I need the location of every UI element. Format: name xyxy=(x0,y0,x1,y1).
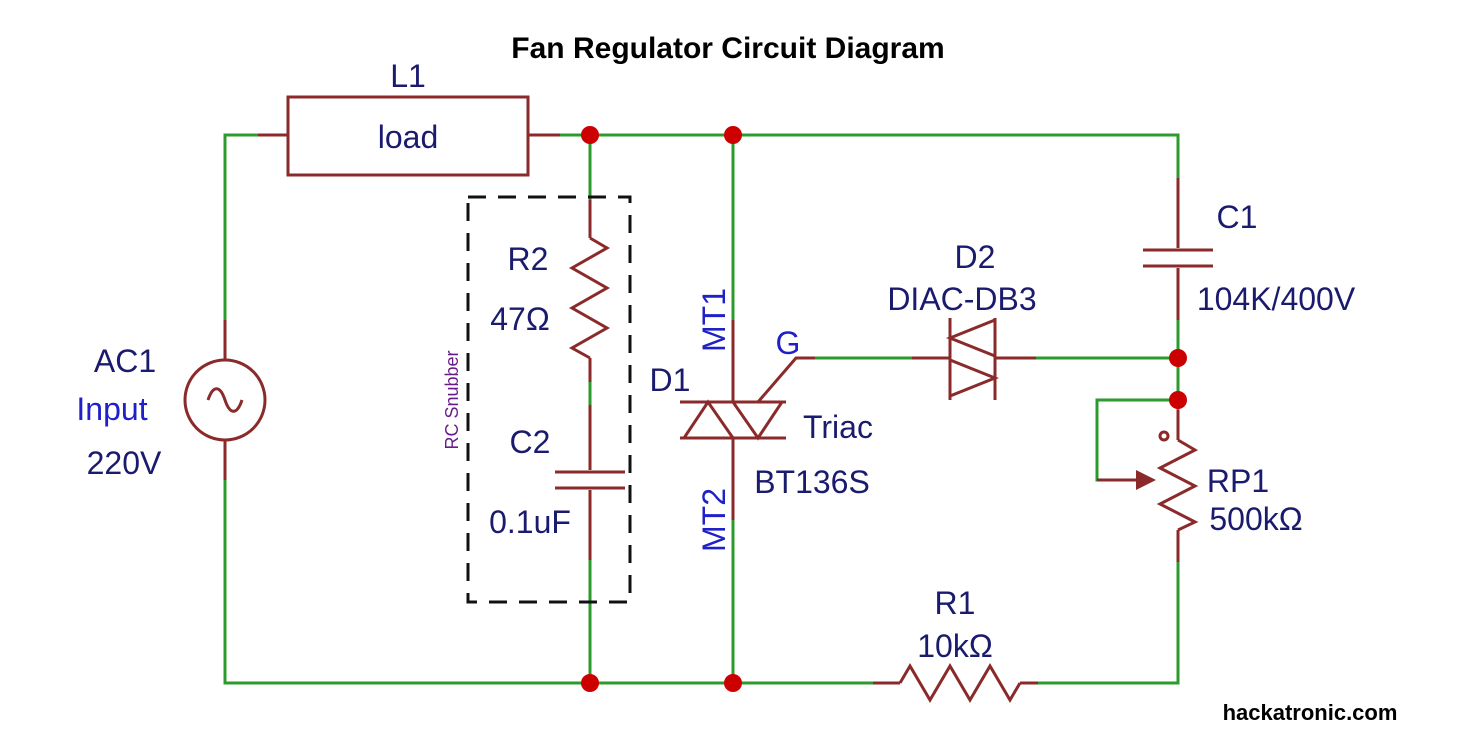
pot-marker-icon xyxy=(1158,430,1170,442)
c1-value: 104K/400V xyxy=(1197,281,1356,317)
ac1-value: 220V xyxy=(87,445,162,481)
junction-dot xyxy=(581,126,599,144)
resistor-r1: R1 10kΩ xyxy=(873,585,1038,703)
rc-snubber: RC Snubber R2 47Ω C2 0.1uF xyxy=(442,195,632,604)
snubber-box xyxy=(466,195,632,604)
l1-ref: L1 xyxy=(390,58,426,94)
triac-mt2-label: MT2 xyxy=(696,488,732,552)
load-l1: L1 load xyxy=(258,58,560,177)
snubber-label: RC Snubber xyxy=(442,350,462,449)
wires xyxy=(223,133,1180,685)
junctions xyxy=(581,126,1187,692)
junction-dot xyxy=(724,674,742,692)
c2-value: 0.1uF xyxy=(489,504,571,540)
capacitor-c1: C1 104K/400V xyxy=(1143,178,1356,320)
r2-value: 47Ω xyxy=(490,301,550,337)
capacitor-c2: C2 0.1uF xyxy=(489,405,625,560)
junction-dot xyxy=(724,126,742,144)
d1-value: BT136S xyxy=(754,464,870,500)
l1-value: load xyxy=(378,119,439,155)
potentiometer-rp1: RP1 500kΩ xyxy=(1097,410,1303,562)
rp1-value: 500kΩ xyxy=(1209,501,1302,537)
junction-dot xyxy=(581,674,599,692)
ac1-ref: AC1 xyxy=(94,343,156,379)
c1-ref: C1 xyxy=(1217,199,1258,235)
r2-ref: R2 xyxy=(508,241,549,277)
c2-ref: C2 xyxy=(510,424,551,460)
d2-value: DIAC-DB3 xyxy=(887,281,1036,317)
diac-d2: D2 DIAC-DB3 xyxy=(887,239,1037,400)
r1-ref: R1 xyxy=(935,585,976,621)
rp1-ref: RP1 xyxy=(1207,463,1269,499)
watermark: hackatronic.com xyxy=(1223,700,1398,725)
wire-bottom-rail-left xyxy=(223,478,875,685)
sine-wave-icon xyxy=(206,387,244,413)
triac-gate-label: G xyxy=(776,325,801,361)
triac-d1: MT1 MT2 G D1 Triac BT136S xyxy=(650,288,873,552)
d1-ref: D1 xyxy=(650,362,691,398)
junction-dot xyxy=(1169,391,1187,409)
ac1-line2: Input xyxy=(76,391,147,427)
triac-mt1-label: MT1 xyxy=(696,288,732,352)
resistor-r2: R2 47Ω xyxy=(490,200,611,382)
d2-ref: D2 xyxy=(955,239,996,275)
r1-value: 10kΩ xyxy=(917,628,993,664)
d1-name: Triac xyxy=(803,409,873,445)
wire-bottom-rail-right xyxy=(1034,558,1180,685)
wiper-arrow-icon xyxy=(1136,470,1156,490)
diagram-title: Fan Regulator Circuit Diagram xyxy=(511,32,944,65)
junction-dot xyxy=(1169,349,1187,367)
ac-source: AC1 Input 220V xyxy=(76,320,267,481)
